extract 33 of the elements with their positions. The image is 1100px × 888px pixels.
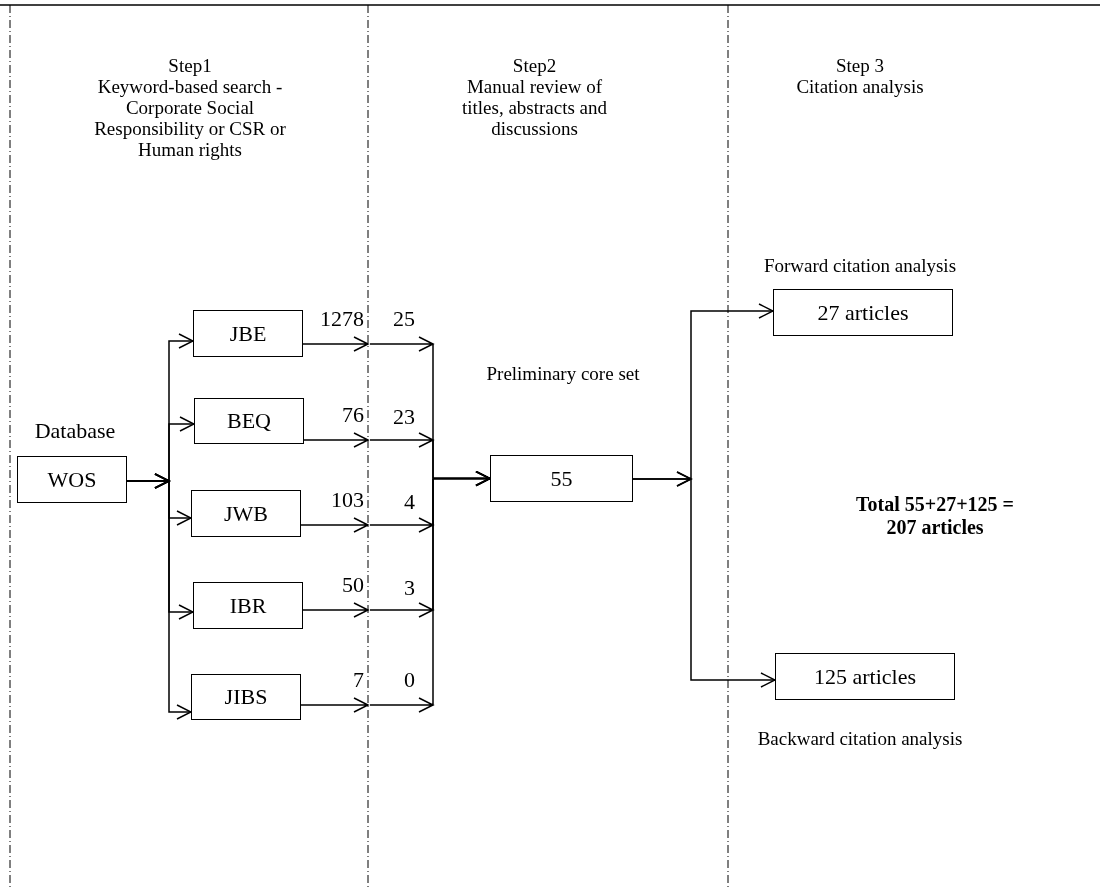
count-label: 3 <box>403 575 415 601</box>
edge-label: 7 <box>352 667 364 693</box>
process-box: 125 articles <box>775 653 955 700</box>
node-caption: Database <box>33 418 117 444</box>
count-label: 25 <box>392 306 415 332</box>
process-box: BEQ <box>194 398 304 444</box>
node-caption: Forward citation analysis <box>762 255 958 277</box>
count-label: 4 <box>403 489 415 515</box>
step-title: Step2 <box>511 55 558 76</box>
process-box: 55 <box>490 455 633 502</box>
arrow <box>632 471 776 688</box>
process-box: 27 articles <box>773 289 953 336</box>
node-caption: Preliminary core set <box>485 363 641 385</box>
step-title: Step1 <box>167 55 213 76</box>
process-box: JWB <box>191 490 301 537</box>
process-box: IBR <box>193 582 303 629</box>
step-description: Manual review of titles, abstracts and discussions <box>460 76 609 139</box>
step-description: Citation analysis <box>795 76 925 97</box>
edge-label: 76 <box>341 402 364 428</box>
step-description: Keyword-based search - Corporate Social Responsibility or CSR or Human rights <box>93 76 287 160</box>
count-label: 0 <box>403 667 415 693</box>
process-box: JIBS <box>191 674 301 720</box>
edge-label: 50 <box>341 572 364 598</box>
node-caption: Backward citation analysis <box>756 728 964 750</box>
edge-label: 1278 <box>319 306 364 332</box>
arrow <box>300 470 491 713</box>
process-box: JBE <box>193 310 303 357</box>
process-box: WOS <box>17 456 127 503</box>
edge-label: 103 <box>330 487 364 513</box>
arrow <box>126 473 192 720</box>
count-label: 23 <box>392 404 415 430</box>
total-note: Total 55+27+125 = 207 articles <box>855 493 1015 539</box>
step-title: Step 3 <box>835 55 885 76</box>
